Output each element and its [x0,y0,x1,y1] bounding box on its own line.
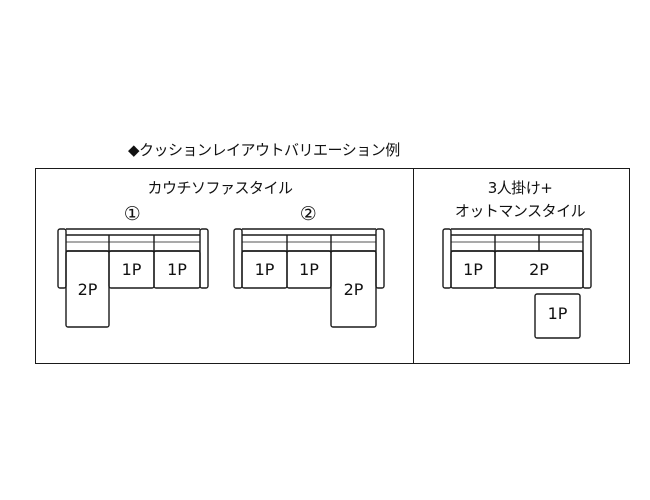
variant-1-couch-seat-label: 2P [77,280,98,299]
panel-divider [413,168,414,364]
ottoman-style-title: オットマンスタイル [454,202,586,220]
layout-variations-heading: ◆クッションレイアウトバリエーション例 [128,141,400,159]
ottoman-label: 1P [547,304,568,323]
variant-2-couch-seat-label: 2P [343,280,364,299]
variant-1-label: ① [123,203,141,225]
three-seater-double-seat-label: 2P [529,260,549,279]
three-seater-sofa [442,228,592,289]
couch-sofa-style-title: カウチソファスタイル [147,179,293,197]
variant-1-seat-b-label: 1P [167,260,187,279]
variations-frame [35,168,630,364]
three-seater-single-seat-label: 1P [463,260,483,279]
variant-2-seat-b-label: 1P [299,260,319,279]
variant-2-sofa [233,228,385,328]
variant-2-seat-a-label: 1P [254,260,275,279]
three-seater-title: 3人掛け+ [487,179,553,197]
variant-2-label: ② [299,203,317,225]
ottoman [534,293,581,339]
variant-1-seat-a-label: 1P [121,260,142,279]
variant-1-sofa [57,228,209,328]
